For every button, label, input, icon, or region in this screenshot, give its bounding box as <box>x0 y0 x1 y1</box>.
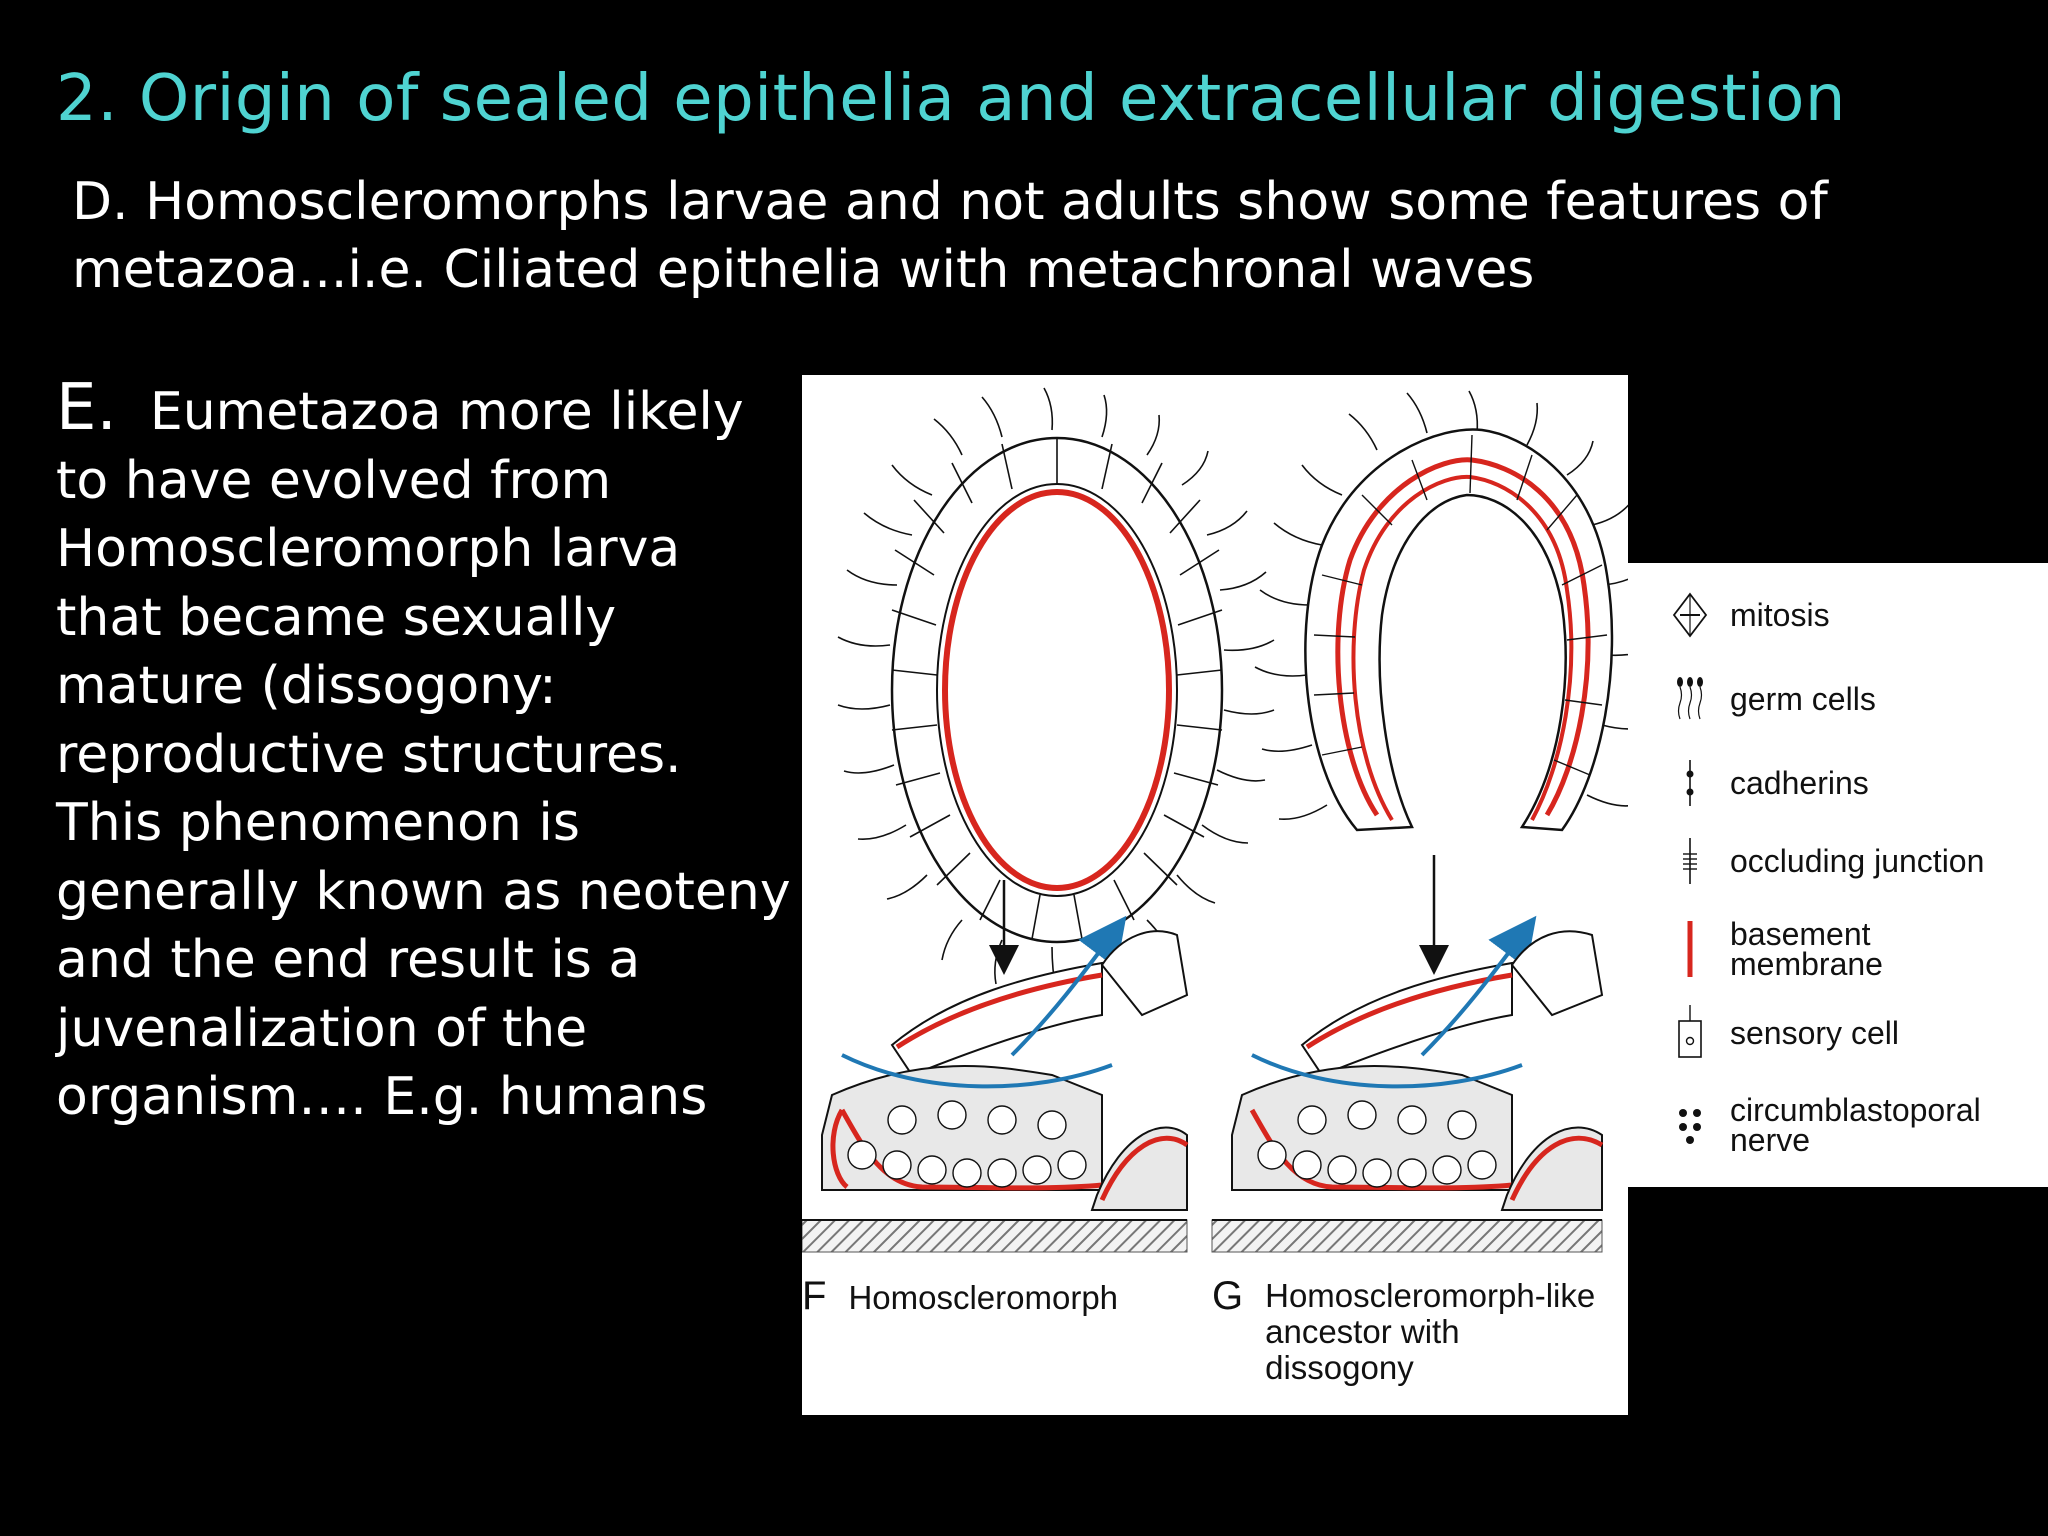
cadherins-icon <box>1668 755 1712 811</box>
panel-f-caption: F Homoscleromorph <box>802 1276 1182 1316</box>
germ-cells-icon <box>1668 671 1712 727</box>
panel-g-caption-text: Homoscleromorph-like ancestor with disso… <box>1265 1277 1596 1386</box>
panel-f-adult-section <box>802 915 1189 1253</box>
legend-item-circumblastoporal-nerve: circumblastoporal nerve <box>1668 1092 2038 1158</box>
sensory-cell-icon <box>1668 1005 1712 1061</box>
legend-item-occluding-junction: occluding junction <box>1668 833 1984 889</box>
panel-f-larva <box>837 387 1275 992</box>
panel-f-caption-text: Homoscleromorph <box>848 1279 1119 1316</box>
point-e-text: Eumetazoa more likely to have evolved fr… <box>56 382 791 1127</box>
point-d-text: D. Homoscleromorphs larvae and not adult… <box>72 172 1828 300</box>
legend-label-circumblastoporal-nerve: circumblastoporal nerve <box>1730 1092 1981 1158</box>
panel-f-letter: F <box>802 1274 827 1318</box>
panel-g-letter: G <box>1212 1274 1244 1318</box>
figure-legend: mitosis germ cells cadherins occluding j… <box>1628 563 2048 1187</box>
basement-membrane-icon <box>1668 921 1712 977</box>
occluding-junction-icon <box>1668 833 1712 889</box>
legend-item-germ-cells: germ cells <box>1668 671 1876 727</box>
legend-label-mitosis: mitosis <box>1730 597 1830 633</box>
larva-illustration <box>802 387 1628 1253</box>
slide-title: 2. Origin of sealed epithelia and extrac… <box>56 62 1846 136</box>
legend-label-basement-membrane: basement membrane <box>1730 916 1883 982</box>
panel-g-larva <box>1254 390 1628 832</box>
point-e-letter: E. <box>56 371 117 445</box>
circumblastoporal-nerve-icon <box>1668 1097 1712 1153</box>
legend-item-mitosis: mitosis <box>1668 587 1830 643</box>
legend-label-germ-cells: germ cells <box>1730 681 1876 717</box>
panel-g-adult-section <box>1211 915 1604 1253</box>
legend-label-cadherins: cadherins <box>1730 765 1869 801</box>
mitosis-icon <box>1668 587 1712 643</box>
legend-item-cadherins: cadherins <box>1668 755 1869 811</box>
legend-label-occluding-junction: occluding junction <box>1730 843 1985 879</box>
point-e: E. Eumetazoa more likely to have evolved… <box>56 374 796 1132</box>
panel-g-caption: G Homoscleromorph-like ancestor with diss… <box>1212 1274 1612 1386</box>
legend-item-sensory-cell: sensory cell <box>1668 1005 1899 1061</box>
legend-label-sensory-cell: sensory cell <box>1730 1015 1899 1051</box>
legend-item-basement-membrane: basement membrane <box>1668 916 2028 982</box>
larva-figure: F Homoscleromorph G Homoscleromorph-like a… <box>802 375 1628 1415</box>
